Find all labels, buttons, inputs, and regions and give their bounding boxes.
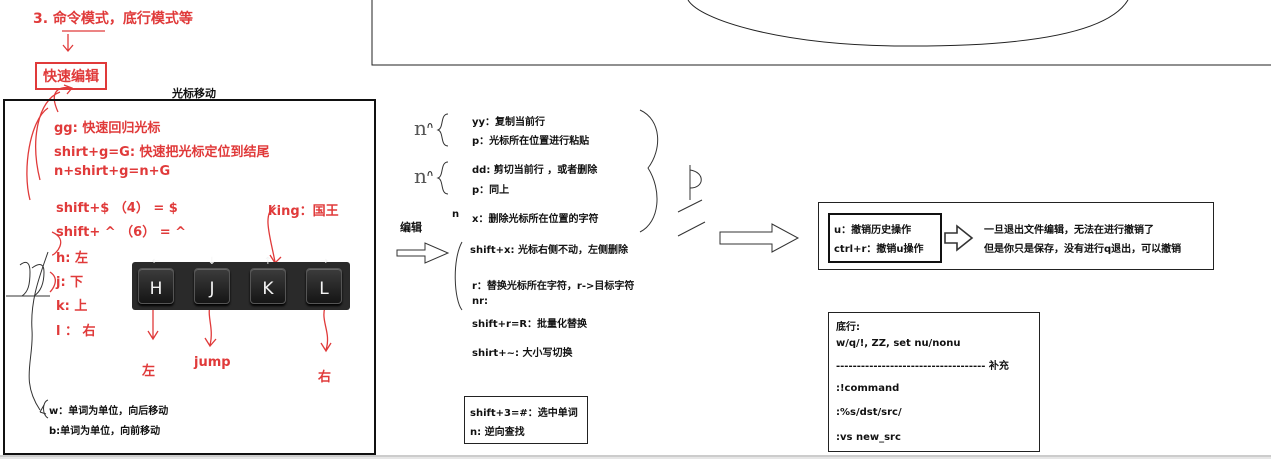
n-mark: n (452, 209, 459, 220)
bottom-line-item: w/q/!, ZZ, set nu/nonu (836, 338, 960, 349)
edit-line: dd: 剪切当前行 ，或者删除 (472, 161, 597, 176)
key-j: ↓J (194, 268, 230, 304)
hjkl-keyboard-image: ←H ↓J ↑K →L (132, 262, 350, 310)
edit-line: shift+x: 光标右侧不动，左侧删除 (470, 241, 628, 256)
word-move-w: w：单词为单位，向后移动 (49, 402, 168, 417)
cursor-line: k: 上 (56, 295, 87, 314)
edit-line: x：删除光标所在位置的字符 (472, 210, 598, 225)
edit-line: p：同上 (472, 181, 509, 196)
edit-label: 编辑 (400, 219, 422, 235)
key-meaning-jump: jump (194, 355, 231, 370)
bottom-line-item: :!command (836, 383, 899, 394)
cursor-line: l ： 右 (56, 320, 96, 339)
p-mark: P (680, 166, 681, 167)
bottom-line-item: 底行: (836, 318, 860, 333)
edit-line: shift+r=R：批量化替换 (472, 315, 587, 330)
key-meaning-left: 左 (142, 360, 155, 379)
n-mark: n (414, 164, 427, 188)
n-mark: n (414, 116, 427, 140)
cursor-line: h: 左 (56, 247, 88, 266)
key-h: ←H (138, 268, 174, 304)
undo-line: ctrl+r：撤销u操作 (834, 240, 924, 255)
edit-line: yy：复制当前行 (472, 113, 545, 128)
word-move-b: b:单词为单位，向前移动 (49, 422, 160, 437)
step-title: 3. 命令模式，底行模式等 (33, 8, 193, 28)
key-l: →L (306, 268, 342, 304)
edit-line: p：光标所在位置进行粘贴 (472, 132, 589, 147)
cursor-line: shift+ ^ （6） = ^ (56, 221, 186, 240)
edit-line: shirt+~: 大小写切换 (472, 344, 572, 359)
cursor-line: shirt+g=G: 快速把光标定位到结尾 (54, 141, 270, 160)
search-line: n: 逆向查找 (470, 423, 525, 438)
undo-note: 一旦退出文件编辑，无法在进行撤销了 (984, 221, 1154, 236)
bottom-line-item: :vs new_src (836, 432, 901, 443)
undo-note: 但是你只是保存，没有进行q退出，可以撤销 (984, 240, 1181, 255)
cursor-line: gg: 快速回归光标 (54, 117, 160, 136)
bottom-line-item: ------------------------------------ 补充 (836, 357, 1009, 372)
key-k: ↑K (250, 268, 286, 304)
king-note: king：国王 (268, 200, 339, 219)
cursor-line: n+shirt+g=n+G (54, 164, 170, 179)
bottom-line-item: :%s/dst/src/ (836, 407, 902, 418)
edit-line: r：替换光标所在字符，r->目标字符 (472, 277, 634, 292)
quick-edit-box: 快速编辑 (35, 62, 107, 90)
top-panel (372, 0, 1271, 65)
cursor-line: j: 下 (56, 271, 83, 290)
search-line: shift+3=#：选中单词 (470, 404, 578, 419)
key-meaning-right: 右 (318, 366, 331, 385)
cursor-line: shift+$ （4） = $ (56, 197, 178, 216)
bottom-line-box (828, 312, 1040, 452)
undo-line: u：撤销历史操作 (834, 221, 911, 236)
edit-line: nr: (472, 296, 488, 307)
